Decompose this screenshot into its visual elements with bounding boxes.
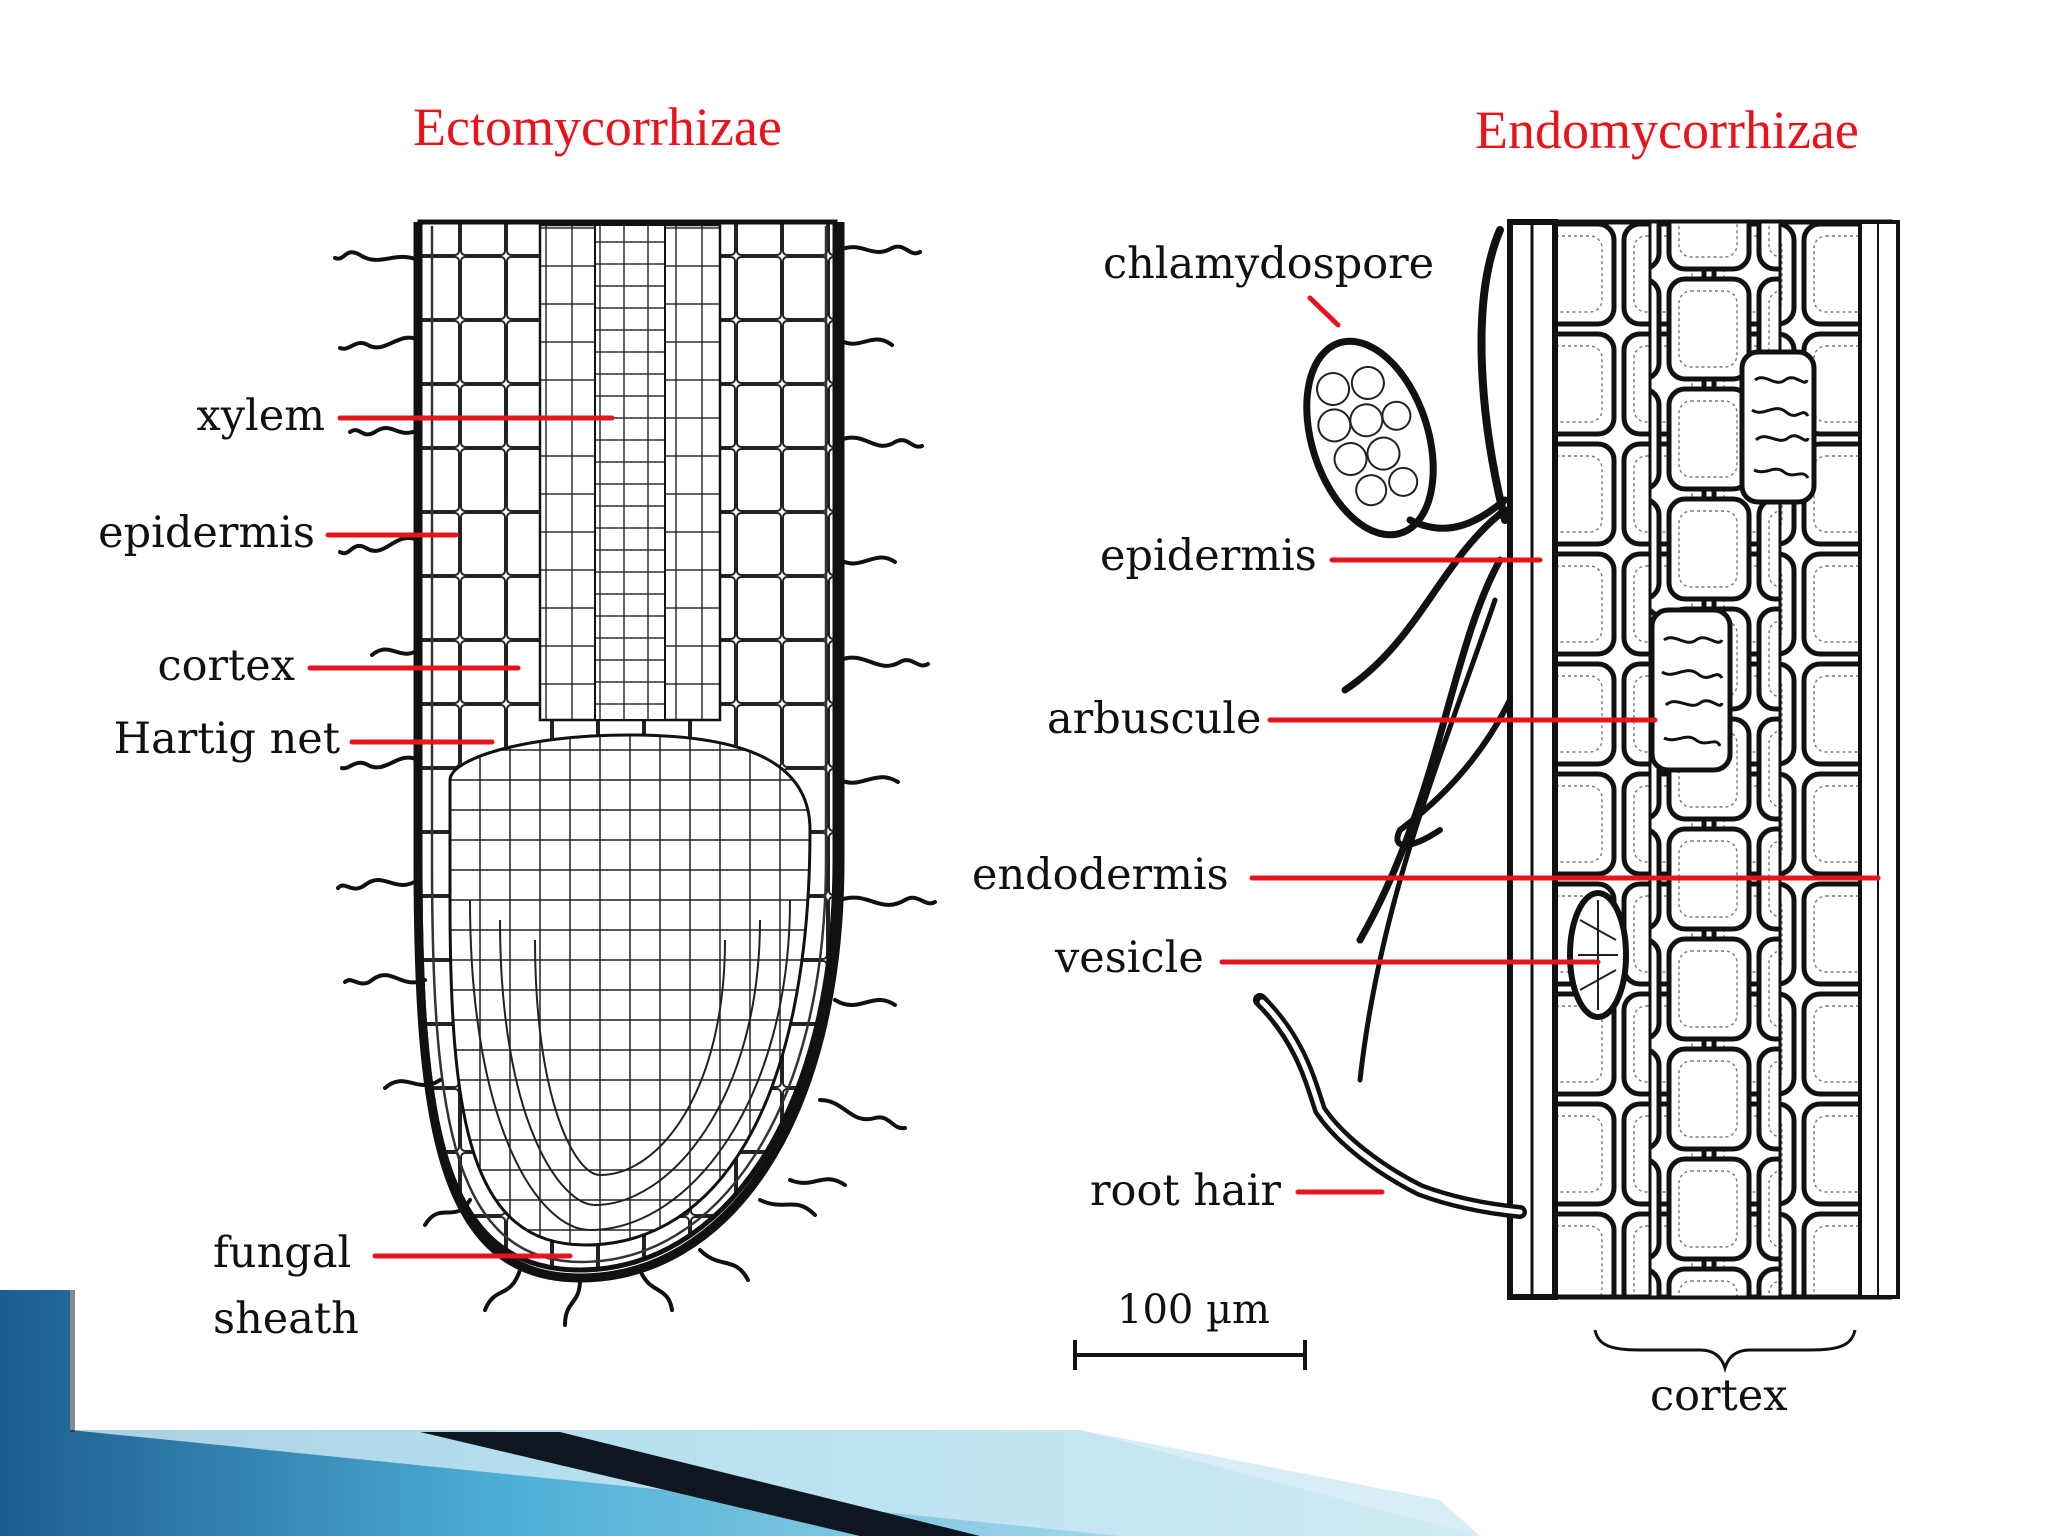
endo-external-hyphae (1341, 226, 1513, 1083)
endo-arbuscule-1 (1739, 349, 1817, 505)
ecto-tip-ring-3 (534, 939, 726, 1177)
endo-label-epidermis: epidermis (1100, 531, 1317, 581)
ecto-root-illustration (333, 219, 937, 1327)
endo-root-illustration (1073, 219, 1900, 1374)
ecto-xylem-column (594, 224, 666, 721)
ecto-label-fungal-sheath: fungal sheath (213, 1228, 359, 1345)
endo-arbuscule-2 (1649, 607, 1733, 773)
pointer-chlamydospore (1307, 295, 1341, 328)
ecto-fungal-sheath (413, 222, 845, 1283)
endo-label-vesicle: vesicle (1055, 933, 1204, 983)
endo-title: Endomycorrhizae (1475, 100, 1859, 160)
deco-dark-wedge (420, 1432, 980, 1536)
endo-label-arbuscule: arbuscule (1047, 694, 1262, 744)
endo-label-scale: 100 µm (1117, 1287, 1270, 1333)
endo-label-endodermis: endodermis (972, 850, 1229, 900)
cortex-brace (1593, 1329, 1857, 1374)
endo-root-hair-inner (1259, 999, 1523, 1215)
ecto-label-hartig-net: Hartig net (113, 714, 340, 764)
endo-label-root-hair: root hair (1090, 1166, 1281, 1216)
ecto-label-xylem: xylem (196, 391, 325, 441)
ecto-hyphae (333, 244, 937, 1327)
ecto-label-epidermis: epidermis (98, 508, 315, 558)
ecto-label-cortex: cortex (157, 641, 295, 691)
endo-vesicle (1567, 890, 1629, 1020)
ecto-label-fungal-sheath-line2: sheath (213, 1293, 359, 1344)
ecto-fungal-sheath-inner (430, 226, 828, 1264)
endo-root-hair (1253, 993, 1527, 1219)
pointer-lines (307, 295, 1881, 1259)
deco-light-band (70, 1430, 1480, 1536)
ecto-label-fungal-sheath-line1: fungal (213, 1228, 352, 1278)
endo-label-chlamydospore: chlamydospore (1103, 239, 1435, 289)
deco-dark-shadow (70, 1290, 75, 1432)
ecto-title: Ectomycorrhizae (413, 97, 782, 157)
ecto-tip-ring-2 (499, 919, 761, 1207)
ecto-root-tip (448, 733, 812, 1247)
endo-chlamydospore (1303, 337, 1437, 539)
endo-label-cortex: cortex (1650, 1371, 1788, 1421)
ecto-tip-ring-1 (469, 899, 791, 1232)
